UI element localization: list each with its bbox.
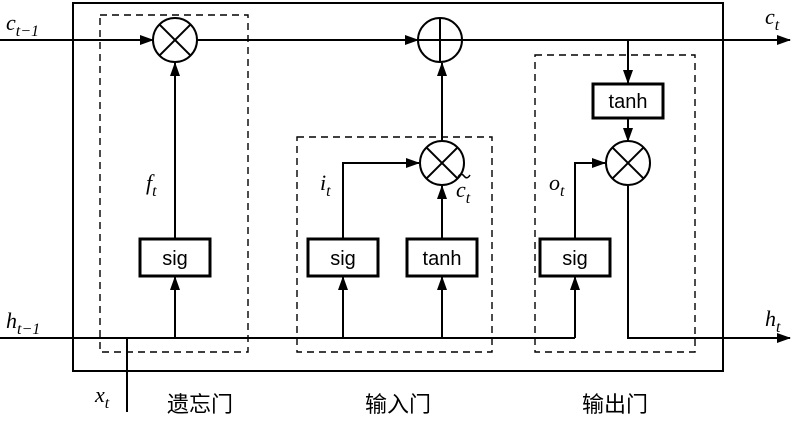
h-prev-label: ht−1 [6, 308, 40, 338]
output-tanh-label: tanh [609, 91, 648, 113]
c-out-label: ct [765, 4, 780, 34]
x-input-label: xt [94, 382, 110, 412]
output-gate-caption: 输出门 [582, 393, 648, 418]
o-signal-label: ot [549, 170, 565, 200]
output-multiply-node [605, 140, 651, 186]
input-multiply-node [419, 140, 465, 186]
input-tanh-label: tanh [423, 248, 462, 270]
input-signal-line [342, 158, 420, 239]
forget-gate-region [99, 14, 249, 353]
output-sig-block: sig [538, 237, 612, 278]
output-sig-label: sig [562, 248, 588, 270]
input-gate-region [296, 136, 493, 353]
input-sig-label: sig [330, 248, 356, 270]
lstm-cell-frame [72, 2, 724, 372]
f-signal-label: ft [146, 170, 157, 200]
cell-add-node [417, 17, 463, 63]
forget-multiply-node [152, 17, 198, 63]
forget-sig-block: sig [138, 237, 212, 278]
forget-sig-label: sig [162, 248, 188, 270]
tilde-mark [457, 173, 471, 179]
input-tanh-block: tanh [405, 237, 479, 278]
hidden-state-out-line [627, 186, 791, 343]
input-gate-caption: 输入门 [365, 393, 431, 418]
forget-gate-caption: 遗忘门 [167, 393, 233, 418]
output-signal-line [574, 158, 606, 239]
input-sig-block: sig [306, 237, 380, 278]
output-tanh-block: tanh [591, 82, 665, 120]
h-out-label: ht [765, 306, 781, 336]
svg-text:ct: ct [456, 177, 471, 207]
c-prev-label: ct−1 [6, 10, 39, 40]
i-signal-label: it [320, 170, 331, 200]
c-tilde-signal-label: ct [456, 173, 471, 207]
